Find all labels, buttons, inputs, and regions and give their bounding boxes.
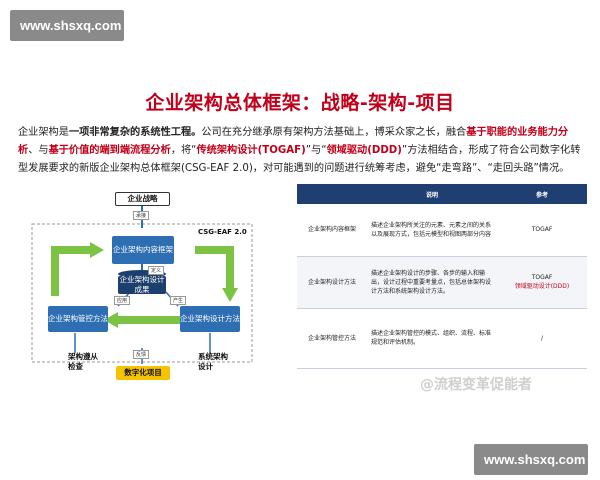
- row-ref: /: [497, 308, 587, 369]
- result-box: 企业架构设计成果: [118, 275, 166, 294]
- intro-text: ”与“: [305, 145, 327, 156]
- green-arrowhead-bottom: [104, 312, 118, 328]
- systemdesign-label: 系统架构设计: [198, 352, 228, 371]
- ref-value-secondary: 领域驱动设计(DDD): [514, 283, 570, 290]
- intro-text: ”方法相结合，形成了符合公司数字化转型发展要求的新版企业架构总体框架(CSG-E…: [18, 145, 581, 174]
- intro-bold: 一项非常复杂的系统性工程。: [68, 127, 202, 138]
- framework-diagram: 企业战略 承接 CSG-EAF 2.0 企业架构内容框架 定义 企业架构设计成果…: [30, 188, 275, 388]
- row-desc: 描述企业架构设计的步骤、各步的输入和输出，设计过程中重要考量点，包括总体架构设计…: [367, 256, 497, 309]
- eaf-label: CSG-EAF 2.0: [198, 228, 247, 236]
- intro-highlight: 领域驱动(DDD): [326, 145, 402, 156]
- green-arrow-right: [195, 246, 234, 288]
- row-ref: TOGAF: [497, 204, 587, 257]
- intro-text: 公司在充分继承原有架构方法基础上，博采众家之长，融合: [201, 127, 467, 138]
- header-cell: 说明: [367, 184, 497, 204]
- watermark-badge-top: www.shsxq.com: [10, 10, 124, 41]
- table-header-row: 说明 参考: [297, 184, 587, 204]
- row-desc: 描述企业架构管控的模式、组织、流程、标准规范和评估机制。: [367, 308, 497, 369]
- table-row: 企业架构设计方法 描述企业架构设计的步骤、各步的输入和输出，设计过程中重要考量点…: [297, 256, 587, 309]
- governance-box: 企业架构管控方法: [48, 306, 108, 332]
- footer-watermark: @流程变革促能者: [420, 377, 532, 393]
- row-desc: 描述企业架构所关注的元素、元素之间的关系以及展现方式，包括元模型和视图两部分内容: [367, 204, 497, 257]
- row-name: 企业架构管控方法: [297, 308, 367, 369]
- intro-paragraph: 企业架构是一项非常复杂的系统性工程。公司在充分继承原有架构方法基础上，博采众家之…: [18, 124, 586, 178]
- ref-value: TOGAF: [531, 226, 553, 234]
- intro-text: 、与: [28, 145, 49, 156]
- green-arrow-left: [51, 246, 90, 296]
- green-arrowhead-right: [222, 288, 238, 302]
- feedback-label: 反馈: [133, 350, 150, 359]
- define-label: 定义: [148, 266, 165, 275]
- ref-value: TOGAF: [531, 274, 553, 281]
- table-row: 企业架构内容框架 描述企业架构所关注的元素、元素之间的关系以及展现方式，包括元模…: [297, 204, 587, 257]
- intro-text: 企业架构是: [18, 127, 69, 138]
- row-name: 企业架构设计方法: [297, 256, 367, 309]
- produce-label: 产生: [170, 296, 187, 305]
- header-cell: 参考: [497, 184, 587, 204]
- row-ref: TOGAF 领域驱动设计(DDD): [497, 256, 587, 309]
- intro-highlight: 传统架构设计(TOGAF): [196, 145, 306, 156]
- apply-label: 应用: [114, 296, 131, 305]
- table-row: 企业架构管控方法 描述企业架构管控的模式、组织、流程、标准规范和评估机制。 /: [297, 308, 587, 369]
- intro-highlight: 基于价值的端到端流程分析: [48, 145, 171, 156]
- comparison-table: 说明 参考 企业架构内容框架 描述企业架构所关注的元素、元素之间的关系以及展现方…: [297, 184, 587, 384]
- green-arrowhead-left: [90, 242, 104, 258]
- verify-label: 架构遵从检查: [68, 352, 98, 371]
- content-box: 企业架构内容框架: [112, 236, 174, 264]
- page-title: 企业架构总体框架：战略-架构-项目: [145, 92, 455, 114]
- header-cell: [297, 184, 367, 204]
- flow-label: 承接: [133, 211, 150, 220]
- intro-text: ，将“: [170, 145, 197, 156]
- row-name: 企业架构内容框架: [297, 204, 367, 257]
- watermark-badge-bottom: www.shsxq.com: [474, 444, 588, 475]
- design-box: 企业架构设计方法: [180, 306, 240, 332]
- project-box: 数字化项目: [116, 366, 170, 380]
- ref-value: /: [540, 334, 544, 342]
- intro-highlight: 基于职能的业务能力分析: [18, 127, 569, 156]
- strategy-box: 企业战略: [115, 192, 170, 206]
- framework-table: 说明 参考 企业架构内容框架 描述企业架构所关注的元素、元素之间的关系以及展现方…: [297, 184, 587, 369]
